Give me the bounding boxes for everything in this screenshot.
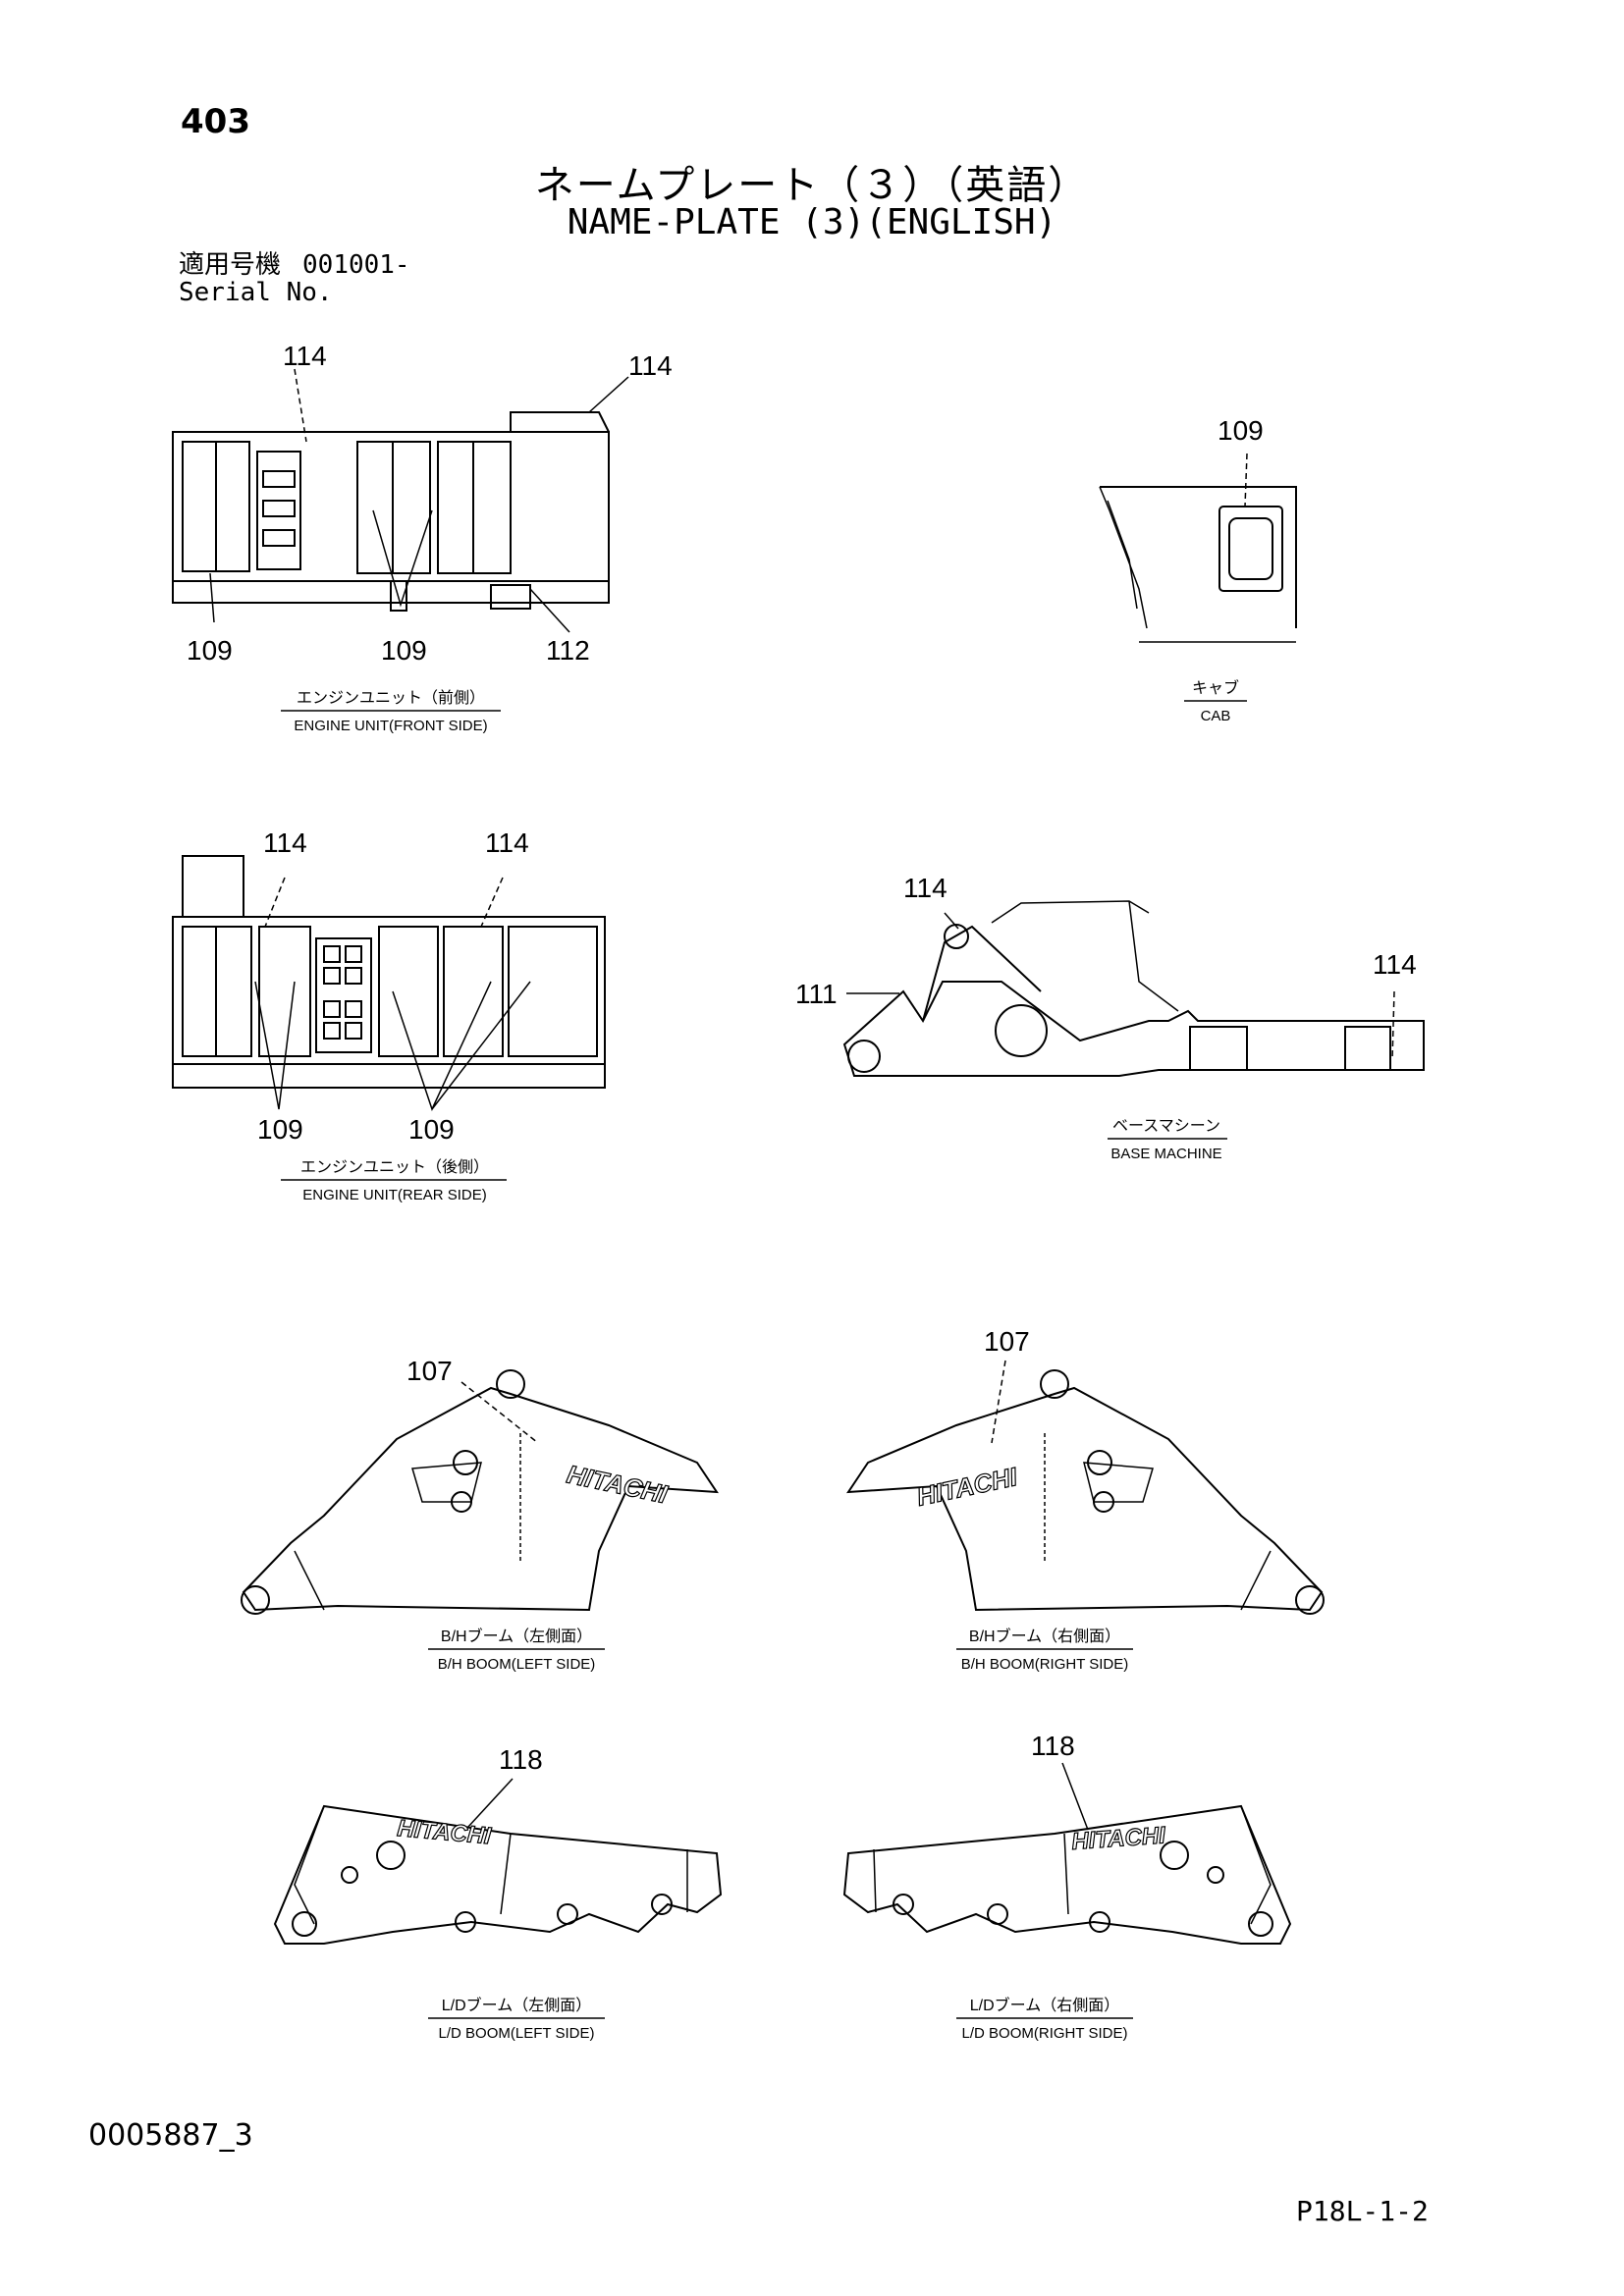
pin-hole xyxy=(1295,1585,1325,1615)
hitachi-logo: HITACHI xyxy=(1071,1822,1168,1855)
callout-109: 109 xyxy=(257,1114,303,1145)
pin-hole xyxy=(496,1369,525,1399)
cab-view: 109 キャブ CAB xyxy=(1099,415,1297,724)
serial-value: 001001- xyxy=(302,250,410,280)
hitachi-logo: HITACHI xyxy=(396,1815,493,1849)
pin-hole xyxy=(1040,1369,1069,1399)
caption-en: B/H BOOM(LEFT SIDE) xyxy=(438,1656,596,1673)
pin-hole xyxy=(987,1903,1008,1925)
serial-label-en: Serial No. xyxy=(179,278,333,307)
pin-hole xyxy=(376,1841,406,1870)
callout-114: 114 xyxy=(628,350,673,381)
ld-boom-left-view: HITACHI 118 L/Dブーム（左側面） L/D BOOM(LEFT SI… xyxy=(273,1744,723,2042)
callout-109: 109 xyxy=(408,1114,455,1145)
pin-hole xyxy=(241,1585,270,1615)
callout-114: 114 xyxy=(1373,949,1417,980)
engine-front-control-box xyxy=(256,451,301,570)
pin-hole xyxy=(847,1040,881,1073)
callout-109: 109 xyxy=(381,635,427,666)
caption-en: BASE MACHINE xyxy=(1110,1146,1221,1162)
caption-jp: L/Dブーム（右側面） xyxy=(970,1996,1119,2014)
pin-hole xyxy=(1207,1866,1224,1884)
caption-jp: エンジンユニット（後側） xyxy=(300,1158,489,1176)
engine-rear-battery xyxy=(315,937,372,1053)
callout-109: 109 xyxy=(1218,415,1264,446)
callout-107: 107 xyxy=(406,1356,453,1386)
pin-hole xyxy=(455,1911,476,1933)
callout-114: 114 xyxy=(485,828,529,858)
bh-boom-right-view: HITACHI 107 B/Hブーム（右側面） B/H BOOM(RIGHT S… xyxy=(846,1326,1325,1673)
caption-jp: B/Hブーム（左側面） xyxy=(441,1627,592,1645)
callout-111: 111 xyxy=(795,979,838,1009)
hitachi-logo: HITACHI xyxy=(565,1460,671,1510)
sheet-id: P18L-1-2 xyxy=(1296,2195,1429,2227)
pin-hole xyxy=(1089,1911,1110,1933)
caption-en: L/D BOOM(LEFT SIDE) xyxy=(439,2025,595,2042)
base-machine-frame xyxy=(842,981,1425,1077)
ld-boom-right-outline xyxy=(842,1804,1292,1945)
engine-rear-exhaust-box xyxy=(182,855,244,918)
hitachi-logo: HITACHI xyxy=(914,1462,1020,1512)
callout-107: 107 xyxy=(984,1326,1030,1357)
pin-hole xyxy=(1160,1841,1189,1870)
pin-hole xyxy=(893,1894,914,1915)
bh-boom-left-outline xyxy=(242,1386,719,1612)
serial-label-jp: 適用号機 xyxy=(179,250,282,280)
caption-en: ENGINE UNIT(REAR SIDE) xyxy=(302,1187,487,1203)
serial-block: 適用号機 001001- Serial No. xyxy=(179,251,410,306)
ld-boom-left-outline xyxy=(273,1804,723,1945)
pin-hole xyxy=(651,1894,673,1915)
caption-en: B/H BOOM(RIGHT SIDE) xyxy=(961,1656,1129,1673)
callout-118: 118 xyxy=(499,1744,543,1775)
callout-114: 114 xyxy=(903,873,947,903)
engine-front-top-hood xyxy=(510,411,610,433)
callout-112: 112 xyxy=(546,635,590,666)
cab-roof xyxy=(1100,486,1297,628)
callout-114: 114 xyxy=(263,828,307,858)
callout-118: 118 xyxy=(1031,1731,1075,1761)
callout-114: 114 xyxy=(283,341,327,371)
pin-hole xyxy=(995,1004,1048,1057)
caption-jp: ベースマシーン xyxy=(1112,1118,1220,1135)
bh-boom-left-view: HITACHI 107 B/Hブーム（左側面） B/H BOOM(LEFT SI… xyxy=(241,1356,719,1673)
pin-hole xyxy=(557,1903,578,1925)
pin-hole xyxy=(944,924,969,949)
engine-rear-base xyxy=(172,1063,606,1089)
caption-en: L/D BOOM(RIGHT SIDE) xyxy=(962,2025,1128,2042)
caption-en: ENGINE UNIT(FRONT SIDE) xyxy=(294,718,487,734)
base-machine-view: 114 111 114 ベースマシーン BASE MACHINE xyxy=(795,873,1425,1162)
engine-front-view: 114 114 109 109 112 エンジンユニット（前側） ENGINE … xyxy=(172,341,673,734)
pin-hole xyxy=(341,1866,358,1884)
title-english: NAME-PLATE (3)(ENGLISH) xyxy=(567,202,1057,242)
engine-rear-body xyxy=(172,916,606,1065)
document-id: 0005887_3 xyxy=(88,2118,253,2153)
caption-en: CAB xyxy=(1201,708,1231,724)
caption-jp: キャブ xyxy=(1192,678,1239,697)
engine-rear-view: 114 114 109 109 エンジンユニット（後側） ENGINE UNIT… xyxy=(172,828,606,1203)
engine-front-body xyxy=(172,431,610,582)
pin-hole xyxy=(1248,1911,1273,1937)
page-number: 403 xyxy=(181,102,250,141)
title-japanese: ネームプレート（３）（英語） xyxy=(534,163,1090,208)
caption-jp: L/Dブーム（左側面） xyxy=(442,1996,591,2014)
pin-hole xyxy=(292,1911,317,1937)
caption-jp: B/Hブーム（右側面） xyxy=(969,1627,1120,1645)
cab-name-plate xyxy=(1228,517,1273,580)
bh-boom-right-outline xyxy=(846,1386,1324,1612)
caption-jp: エンジンユニット（前側） xyxy=(297,689,485,707)
callout-109: 109 xyxy=(187,635,233,666)
ld-boom-right-view: HITACHI 118 L/Dブーム（右側面） L/D BOOM(RIGHT S… xyxy=(842,1731,1292,2042)
